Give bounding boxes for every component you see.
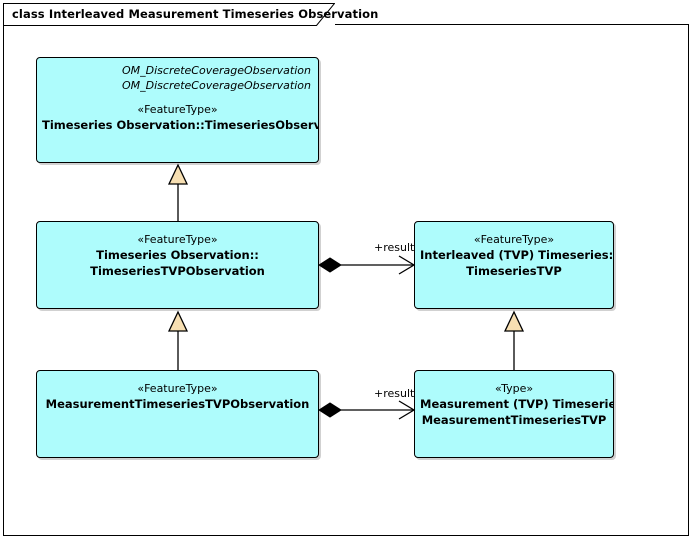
class-stereotype: «FeatureType» — [473, 233, 555, 246]
class-box-timeseries-observation[interactable]: OM_DiscreteCoverageObservation OM_Discre… — [36, 57, 319, 163]
class-header: «FeatureType» Interleaved (TVP) Timeseri… — [415, 232, 613, 279]
class-stereotype: «FeatureType» — [137, 233, 218, 246]
class-stereotype: «Type» — [494, 382, 534, 395]
class-stereotype: «FeatureType» — [137, 103, 218, 116]
class-header: «Type» Measurement (TVP) Timeseries:: Me… — [415, 381, 613, 428]
class-header: «FeatureType» Timeseries Observation::Ti… — [37, 102, 318, 133]
class-stereotype: «FeatureType» — [137, 382, 218, 395]
inherited-properties-list: OM_DiscreteCoverageObservation OM_Discre… — [37, 63, 318, 93]
inherited-type-1: OM_DiscreteCoverageObservation — [121, 64, 311, 77]
class-header: «FeatureType» Timeseries Observation:: T… — [37, 232, 318, 279]
edge-label-result-upper: +result — [374, 241, 415, 254]
class-name-line-1: Timeseries Observation::TimeseriesObserv… — [42, 118, 319, 132]
diagram-title-tab: class Interleaved Measurement Timeseries… — [3, 3, 378, 26]
class-name-line-2: TimeseriesTVPObservation — [90, 264, 265, 278]
class-name-line-2: MeasurementTimeseriesTVP — [421, 413, 607, 427]
class-box-timeseries-tvp[interactable]: «FeatureType» Interleaved (TVP) Timeseri… — [414, 221, 614, 309]
page-title: class Interleaved Measurement Timeseries… — [12, 7, 379, 21]
inherited-type-2: OM_DiscreteCoverageObservation — [121, 79, 311, 92]
class-box-measurement-timeseries-tvp-observation[interactable]: «FeatureType» MeasurementTimeseriesTVPOb… — [36, 370, 319, 458]
edge-label-result-lower: +result — [374, 387, 415, 400]
class-box-timeseries-tvp-observation[interactable]: «FeatureType» Timeseries Observation:: T… — [36, 221, 319, 309]
class-name-line-1: MeasurementTimeseriesTVPObservation — [45, 397, 310, 411]
class-name-line-1: Measurement (TVP) Timeseries:: — [420, 397, 614, 411]
class-name-line-2: TimeseriesTVP — [466, 264, 562, 278]
class-box-measurement-timeseries-tvp[interactable]: «Type» Measurement (TVP) Timeseries:: Me… — [414, 370, 614, 458]
class-header: «FeatureType» MeasurementTimeseriesTVPOb… — [37, 381, 318, 412]
class-name-line-1: Timeseries Observation:: — [96, 248, 259, 262]
title-tab-shape — [3, 3, 335, 26]
class-name-line-1: Interleaved (TVP) Timeseries:: — [420, 248, 614, 262]
